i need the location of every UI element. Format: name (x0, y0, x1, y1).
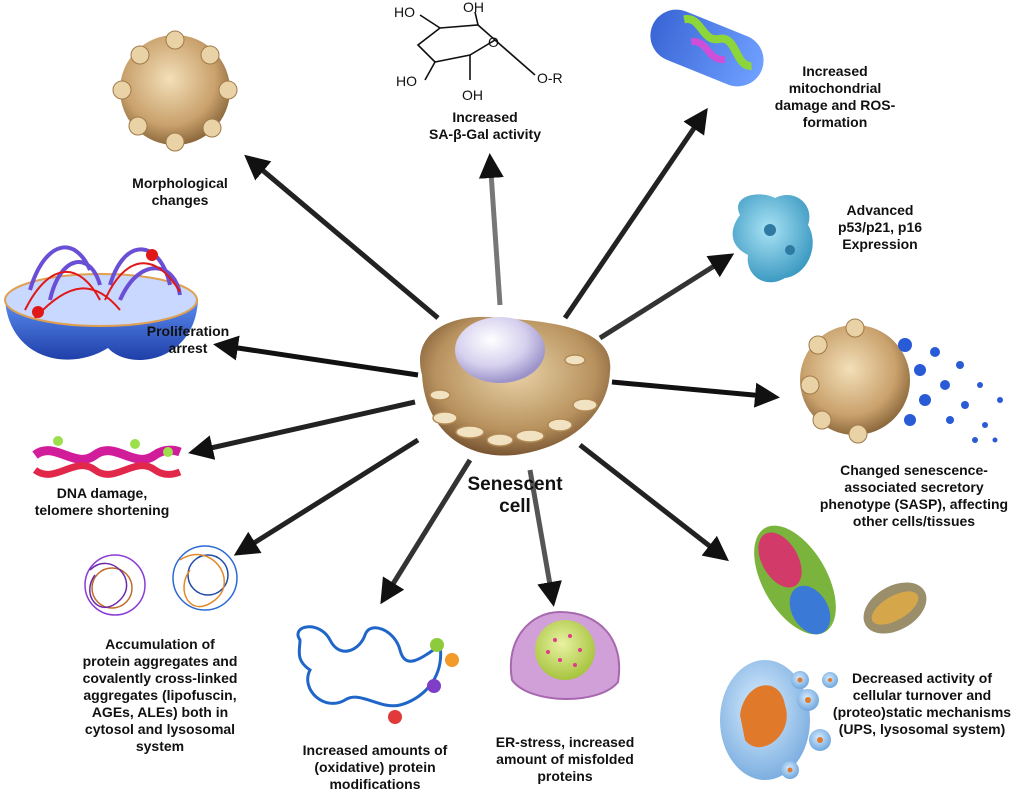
arrow-sa-gal (478, 153, 504, 306)
arrow-dna (188, 399, 416, 460)
turnover-illustration (720, 525, 927, 780)
sasp-illustration (800, 318, 1003, 444)
label-er-stress: ER-stress, increased amount of misfolded… (495, 734, 635, 784)
arrow-p53 (598, 253, 735, 341)
arrow-mitochondria (562, 107, 708, 320)
label-sa-gal: Increased SA-β-Gal activity (428, 109, 542, 142)
label-p53: Advanced p53/p21, p16 Expression (837, 202, 923, 252)
label-sasp: Changed senescence- associated secretory… (819, 462, 1009, 529)
proliferation-illustration (4, 245, 198, 361)
oxidative-protein-illustration (296, 625, 459, 724)
p53-protein-illustration (732, 194, 813, 283)
molecule-or: O-R (537, 70, 563, 86)
senescent-cell-illustration (420, 316, 611, 456)
er-stress-illustration (509, 610, 621, 700)
nucleus (455, 317, 545, 383)
label-morphology: Morphological changes (132, 175, 228, 208)
arrow-er-stress (527, 469, 562, 607)
label-oxidative: Increased amounts of (oxidative) protein… (302, 742, 448, 792)
molecule-ring-o: O (488, 34, 499, 50)
label-dna: DNA damage, telomere shortening (34, 485, 170, 518)
molecule-oh-bottom: OH (462, 87, 483, 103)
arrow-oxidative (380, 458, 473, 605)
dna-illustration (32, 436, 182, 478)
label-mitochondria: Increased mitochondrial damage and ROS- … (774, 63, 896, 130)
molecule-ho-top: HO (394, 4, 415, 20)
arrows (188, 107, 780, 607)
arrow-morphology (244, 154, 440, 320)
proteasome-illustration (754, 525, 927, 635)
morphology-illustration (112, 30, 238, 152)
label-turnover: Decreased activity of cellular turnover … (832, 670, 1012, 737)
label-aggregates: Accumulation of protein aggregates and c… (82, 636, 238, 754)
aggregates-illustration (84, 545, 238, 616)
galactoside-molecule (416, 11, 536, 81)
molecule-oh-top: OH (463, 0, 484, 15)
label-proliferation: Proliferation arrest (146, 323, 230, 356)
mitochondrion-illustration (650, 9, 764, 87)
molecule-ho-left: HO (396, 73, 417, 89)
arrow-sasp (611, 379, 780, 408)
arrow-aggregates (233, 437, 420, 556)
arrow-proliferation (213, 335, 419, 378)
senescent-cell-label: Senescent cell (467, 474, 563, 517)
arrow-turnover (578, 443, 729, 562)
